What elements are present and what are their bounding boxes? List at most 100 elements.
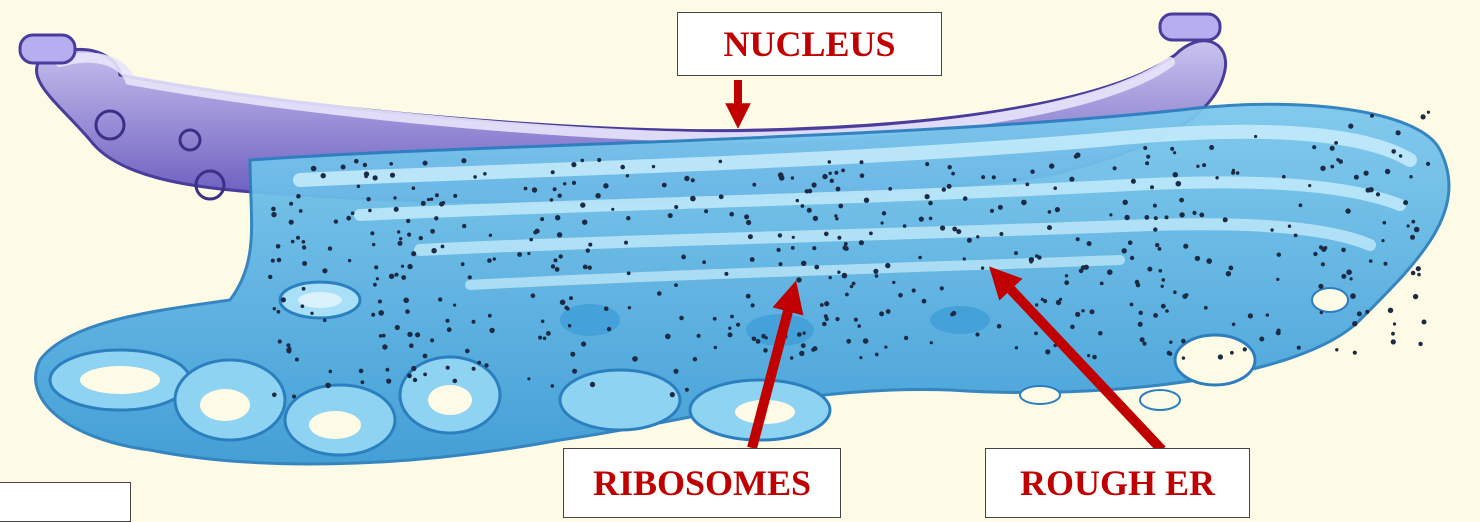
ribosome-dot [453,304,456,307]
ribosome-dot [292,395,296,399]
ribosome-dot [386,368,390,372]
ribosome-dot [857,324,861,328]
ribosome-dot [1021,200,1027,206]
ribosome-dot [325,383,331,389]
ribosome-dot [588,243,592,247]
ribosome-dot [359,369,364,374]
ribosome-dot [364,171,369,176]
ribosome-dot [674,205,678,209]
ribosome-dot [373,175,378,180]
ribosome-dot [597,158,601,162]
ribosome-dot [1069,177,1074,182]
ribosome-dot [1182,356,1185,359]
ribosome-dot [736,323,740,327]
ribosome-dot [1053,186,1057,190]
ribosome-dot [1229,266,1234,271]
ribosome-dot [919,217,924,222]
ribosome-dot [1321,247,1326,252]
ribosome-dot [406,219,410,223]
ribosome-dot [461,158,466,163]
ribosome-dot [1169,341,1172,344]
ribosome-dot [1081,309,1084,312]
ribosome-dot [1357,311,1362,316]
ribosome-dot [763,348,768,353]
ribosome-dot [690,196,696,202]
ribosome-dot [386,379,391,384]
ribosome-dot [1366,188,1371,193]
ribosome-dot [289,220,294,225]
ribosome-dot [864,198,869,203]
ribosome-dot [626,216,630,220]
ribosome-dot [1154,216,1158,220]
ribosome-dot [925,194,930,199]
ribosome-dot [287,349,292,354]
ribosome-dot [729,212,734,217]
ribosome-dot [1254,135,1257,138]
ribosome-dot [778,233,782,237]
ribosome-dot [1136,283,1141,288]
ribosome-dot [310,312,313,315]
ribosome-dot [822,322,827,327]
ribosome-dot [540,217,544,221]
ribosome-dot [1100,282,1104,286]
ribosome-dot [1418,342,1422,346]
ribosome-dot [276,244,281,249]
ribosome-dot [1176,181,1182,187]
ribosome-dot [1196,165,1199,168]
ribosome-dot [1308,184,1311,187]
ribosome-dot [1369,259,1373,263]
ribosome-dot [1330,165,1334,169]
ribosome-dot [842,273,848,279]
ribosome-dot [555,267,560,272]
ribosome-dot [570,352,575,357]
ribosome-dot [323,318,327,322]
ribosome-dot [751,303,755,307]
ribosome-dot [553,187,557,191]
ribosome-dot [1147,267,1152,272]
empty-label-box [0,482,131,522]
ribosome-dot [560,300,566,306]
ribosome-dot [413,378,417,382]
ribosome-dot [1155,243,1159,247]
ribosome-dot [382,344,387,349]
ribosome-dot [1346,269,1352,275]
ribosome-dot [393,196,396,199]
ribosome-dot [1090,309,1095,314]
ribosome-dot [488,314,492,318]
ribosome-dot [423,161,428,166]
ribosome-dot [1056,300,1061,305]
ribosome-dot [1087,354,1090,357]
ribosome-dot [808,189,813,194]
ribosome-dot [446,366,450,370]
ribosome-dot [1035,303,1038,306]
ribosome-dot [1037,255,1041,259]
ribosome-dot [1204,306,1208,310]
ribosome-dot [1277,253,1281,257]
ribosome-dot [1407,224,1410,227]
ribosome-dot [403,298,409,304]
ribosome-dot [627,271,631,275]
ribosome-dot [912,288,916,292]
ribosome-dot [1130,303,1134,307]
ribosome-dot [1422,320,1427,325]
ribosome-dot [271,212,276,217]
ribosome-dot [685,388,689,392]
ribosome-dot [531,293,536,298]
ribosome-dot [1074,154,1078,158]
ribosome-dot [583,265,588,270]
ribosome-dot [551,170,555,174]
ribosome-dot [430,229,435,234]
ribosome-dot [559,254,563,258]
ribosome-dot [551,384,555,388]
ribosome-dot [421,201,426,206]
ribosome-dot [691,178,695,182]
ribosome-dot [581,159,585,163]
ribosome-dot [334,219,338,223]
ribosome-dot [389,162,393,166]
ribosome-dot [626,174,629,177]
ribosome-dot [1338,159,1343,164]
ribosome-dot [328,246,332,250]
ribosome-dot [903,224,907,228]
ribosome-dot [1153,313,1158,318]
ribosome-dot [898,293,903,298]
